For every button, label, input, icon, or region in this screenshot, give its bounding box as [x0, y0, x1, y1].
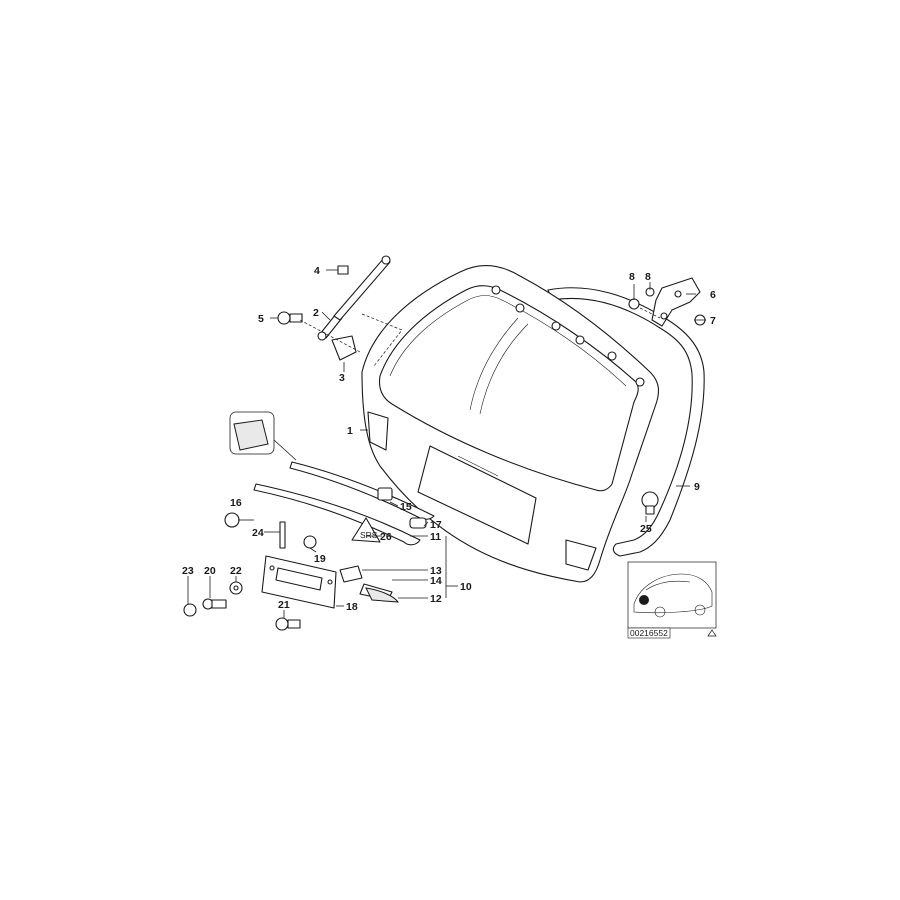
callout-2: 2	[313, 307, 319, 319]
washer-22	[229, 581, 243, 595]
callout-21: 21	[278, 599, 290, 611]
callout-4: 4	[314, 265, 320, 277]
callout-22: 22	[230, 565, 242, 577]
rod-24	[279, 521, 286, 549]
callout-3: 3	[339, 372, 345, 384]
callout-6: 6	[710, 289, 716, 301]
buffer-25	[641, 491, 659, 515]
callout-5: 5	[258, 313, 264, 325]
callout-11: 11	[430, 531, 441, 543]
plate-holder-18	[261, 555, 337, 609]
callout-13: 13	[430, 565, 442, 577]
callout-19: 19	[314, 553, 326, 565]
callout-1: 1	[347, 425, 353, 437]
cover-cap	[229, 411, 275, 455]
bracket-13	[339, 565, 363, 583]
callout-10: 10	[460, 581, 472, 593]
bolt-5	[270, 311, 303, 325]
tailgate	[361, 265, 660, 583]
trim-strip-11	[253, 461, 435, 546]
callout-7: 7	[710, 315, 716, 327]
callout-8a: 8	[629, 271, 635, 283]
callout-23: 23	[182, 565, 194, 577]
hinge-6	[651, 277, 701, 327]
cap-23	[183, 603, 197, 617]
vehicle-locator-inset	[627, 561, 717, 629]
warning-triangle-icon	[707, 629, 717, 637]
callout-14: 14	[430, 575, 442, 587]
callout-20: 20	[204, 565, 216, 577]
callout-25: 25	[640, 523, 652, 535]
callout-24: 24	[252, 527, 264, 539]
bolt-4	[326, 265, 349, 275]
svg-text:SRS: SRS	[360, 530, 378, 540]
callout-26: 26	[380, 531, 392, 543]
screw-16	[224, 512, 254, 528]
callout-16: 16	[230, 497, 242, 509]
grommet-17	[409, 517, 427, 529]
gas-strut	[317, 255, 391, 341]
tailgate-seal	[547, 287, 705, 557]
callout-12: 12	[430, 593, 442, 605]
screw-21	[275, 617, 301, 631]
grommet-15	[377, 487, 393, 501]
callout-18: 18	[346, 601, 358, 613]
reference-label: 00216552	[627, 627, 671, 639]
leader-lines	[187, 282, 706, 618]
callout-17: 17	[430, 519, 442, 531]
callout-8b: 8	[645, 271, 651, 283]
callout-numbers: 1 2 3 4 5 6 7 8 8 9 10 11 12 13 14 15 16…	[182, 265, 716, 613]
screw-20	[202, 598, 227, 610]
bracket-3	[331, 335, 357, 372]
reference-number: 00216552	[630, 628, 668, 638]
cover-12	[365, 587, 399, 603]
callout-9: 9	[694, 481, 700, 493]
callout-15: 15	[400, 501, 412, 513]
clip-19	[303, 535, 317, 549]
